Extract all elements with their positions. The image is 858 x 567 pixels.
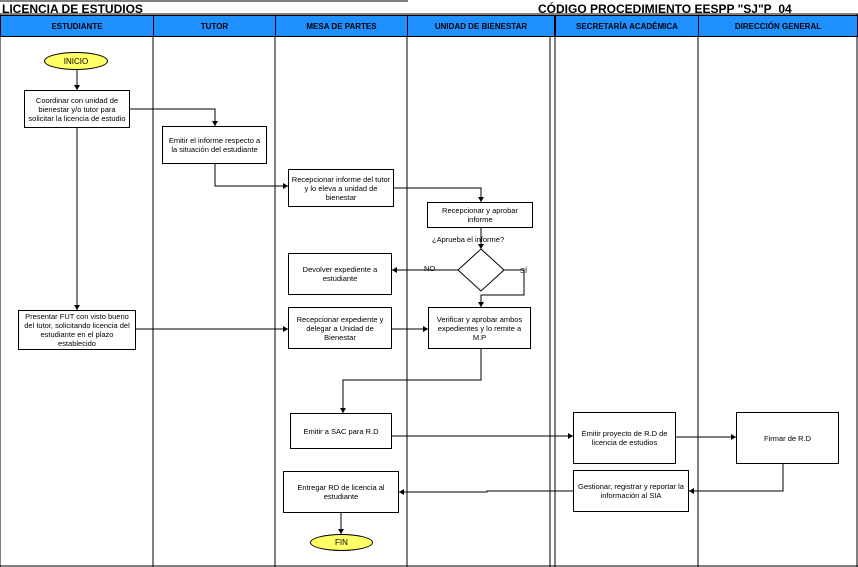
lane-header-mesa-de-partes: MESA DE PARTES — [275, 15, 408, 37]
arrow-coordinar-emitir-informe-arrowhead — [212, 121, 218, 126]
decision-question: ¿Aprueba el informe? — [432, 235, 505, 244]
arrow-mesa-to-bienestar-arrowhead — [478, 197, 484, 202]
step-presentar-fut: Presentar FUT con visto bueno del tutor,… — [18, 310, 136, 350]
lane-header-tutor: TUTOR — [153, 15, 276, 37]
lane-header-estudiante: ESTUDIANTE — [0, 15, 154, 37]
end-terminal: FIN — [310, 534, 373, 551]
arrow-informe-to-mesa — [214, 164, 288, 187]
step-devolver-expediente: Devolver expediente a estudiante — [288, 253, 392, 295]
arrow-firmar-gestionar-arrowhead — [689, 488, 694, 494]
step-recepcionar-aprobar: Recepcionar y aprobar informe — [427, 202, 533, 228]
step-entregar-rd: Entregar RD de licencia al estudiante — [283, 471, 399, 513]
arrow-firmar-gestionar — [689, 464, 784, 492]
arrow-gestionar-entregar-arrowhead — [399, 489, 404, 495]
arrow-gestionar-entregar — [399, 490, 573, 493]
step-firmar-rd: Firmar de R.D — [736, 412, 839, 464]
arrow-verificar-sac-arrowhead — [340, 408, 346, 413]
arrow-inicio-coordinar-arrowhead — [74, 85, 80, 90]
arrow-decision-no-arrowhead — [392, 267, 397, 273]
lane-header-direccion-general: DIRECCIÓN GENERAL — [698, 15, 858, 37]
decision-no-label: NO — [424, 264, 436, 273]
lane-header-unidad-de-bienestar: UNIDAD DE BIENESTAR — [407, 15, 555, 37]
arrow-coordinar-presentar-fut-arrowhead — [74, 305, 80, 310]
step-verificar-aprobar: Verificar y aprobar ambos expedientes y … — [428, 307, 531, 349]
step-gestionar-sia: Gestionar, registrar y reportar la infor… — [573, 470, 689, 512]
arrow-decision-si — [480, 269, 525, 307]
diagram-title: LICENCIA DE ESTUDIOS — [2, 2, 143, 16]
arrow-entregar-fin-arrowhead — [338, 529, 344, 534]
arrow-decision-si-arrowhead — [478, 302, 484, 307]
arrow-verificar-sac — [342, 349, 482, 413]
step-coordinar: Coordinar con unidad de bienestar y/o tu… — [24, 90, 130, 128]
step-emitir-proyecto-rd: Emitir proyecto de R.D de licencia de es… — [573, 412, 676, 464]
decision-diamond — [457, 248, 505, 292]
start-terminal: INICIO — [44, 52, 108, 70]
arrow-recepcionar-verificar-arrowhead — [423, 326, 428, 332]
step-emitir-informe: Emitir el informe respecto a la situació… — [162, 126, 267, 164]
arrow-coordinar-emitir-informe — [130, 108, 216, 126]
arrow-proyecto-firmar-arrowhead — [731, 434, 736, 440]
arrow-aprobar-decision-arrowhead — [478, 244, 484, 249]
lane-header-secretaria-academica: SECRETARÍA ACADÉMICA — [555, 15, 699, 37]
arrow-sac-proyecto-arrowhead — [568, 433, 573, 439]
step-emitir-sac: Emitir a SAC para R.D — [290, 413, 392, 449]
arrow-informe-to-mesa-arrowhead — [283, 183, 288, 189]
procedure-code: CÓDIGO PROCEDIMIENTO EESPP "SJ"P_04 — [538, 2, 792, 16]
step-recepcionar-expediente: Recepcionar expediente y delegar a Unida… — [288, 307, 392, 349]
decision-si-label: SÍ — [520, 266, 528, 275]
step-recepcionar-informe-tutor: Recepcionar informe del tutor y lo eleva… — [288, 169, 394, 207]
arrow-fut-recepcionar-arrowhead — [283, 326, 288, 332]
